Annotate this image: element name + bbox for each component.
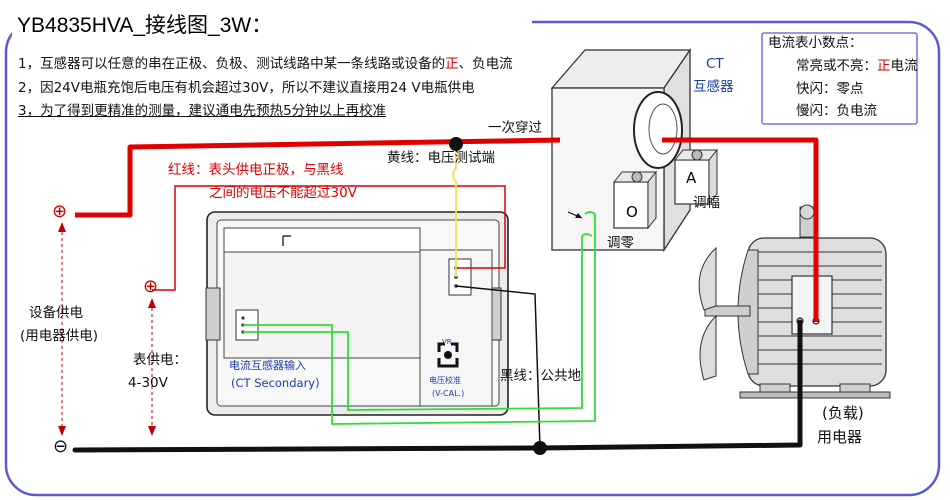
legend-item-slow-blink: 慢闪：负电流	[796, 103, 877, 119]
vr-label: VR	[442, 338, 452, 346]
meter-supply-label-2: 4-30V	[128, 375, 168, 391]
ct-knob-a-letter: A	[686, 169, 697, 187]
red-wire-label-1: 红线：表头供电正极，与黑线	[168, 162, 344, 178]
yellow-voltage-wire	[452, 144, 457, 277]
device-supply-label-1: 设备供电	[29, 305, 83, 321]
black-ground-wire	[72, 319, 803, 453]
voltage-arrows	[58, 222, 156, 436]
meter-plus-symbol: ⊕	[143, 276, 159, 297]
legend-title: 电流表小数点：	[768, 35, 863, 51]
note-3: 3，为了得到更精准的测量，建议通电先预热5分钟以上再校准	[18, 103, 387, 119]
green-ct-clip-1	[584, 211, 596, 215]
legend-box	[761, 32, 918, 125]
green-ct-clip-2	[581, 233, 593, 237]
ct-input-label-cn: 电流互感器输入	[229, 359, 306, 372]
vcal-label-en: (V-CAL.)	[432, 389, 465, 398]
span-adjust-label: 调幅	[693, 195, 720, 211]
ct-transformer	[550, 47, 719, 253]
ct-sub-label: 互感器	[693, 79, 734, 95]
meter-supply-label-1: 表供电：	[133, 352, 187, 368]
load-label-2: 用电器	[817, 428, 863, 446]
page-title: YB4835HVA_接线图_3W：	[17, 14, 273, 37]
primary-pass-label: 一次穿过	[488, 120, 542, 136]
black-wire-label: 黑线：公共地	[500, 368, 581, 384]
note-2: 2，因24V电瓶充饱后电压有机会超过30V，所以不建议直接用24 V电瓶供电	[18, 80, 475, 96]
device-plus-symbol: ⊕	[52, 201, 68, 222]
red-main-wire	[75, 137, 819, 322]
note-1: 1，互感器可以任意的串在正极、负极、测试线路中某一条线路或设备的正、负电流	[18, 56, 513, 72]
yellow-wire-label: 黄线：电压测试端	[387, 150, 495, 166]
red-wire-label-2: 之间的电压不能超过30V	[209, 185, 357, 201]
vcal-label-cn: 电压校准	[429, 376, 461, 385]
red-meter-supply-wire	[152, 185, 506, 291]
ct-knob-o-letter: O	[626, 203, 638, 221]
ct-input-label-en: (CT Secondary)	[231, 376, 320, 390]
device-supply-label-2: (用电器供电)	[20, 328, 99, 344]
voltage-connector	[448, 258, 472, 296]
green-ct-wire-2	[243, 236, 583, 411]
black-meter-ground-wire	[455, 285, 541, 449]
zero-adjust-label: 调零	[607, 235, 634, 251]
ct-label: CT	[706, 56, 724, 72]
title-box	[12, 8, 532, 130]
meter-body	[205, 211, 509, 416]
legend-item-fast-blink: 快闪：零点	[796, 81, 864, 97]
vr-potentiometer	[437, 342, 459, 368]
black-junction-dot	[533, 441, 547, 455]
minus-symbol: ⊖	[53, 436, 69, 457]
green-ct-wire-1	[243, 214, 596, 425]
motor-load	[698, 204, 891, 399]
red-junction-dot	[449, 137, 463, 151]
load-label-1: (负载)	[822, 404, 864, 422]
legend-item-steady: 常亮或不亮：正电流	[796, 58, 918, 74]
